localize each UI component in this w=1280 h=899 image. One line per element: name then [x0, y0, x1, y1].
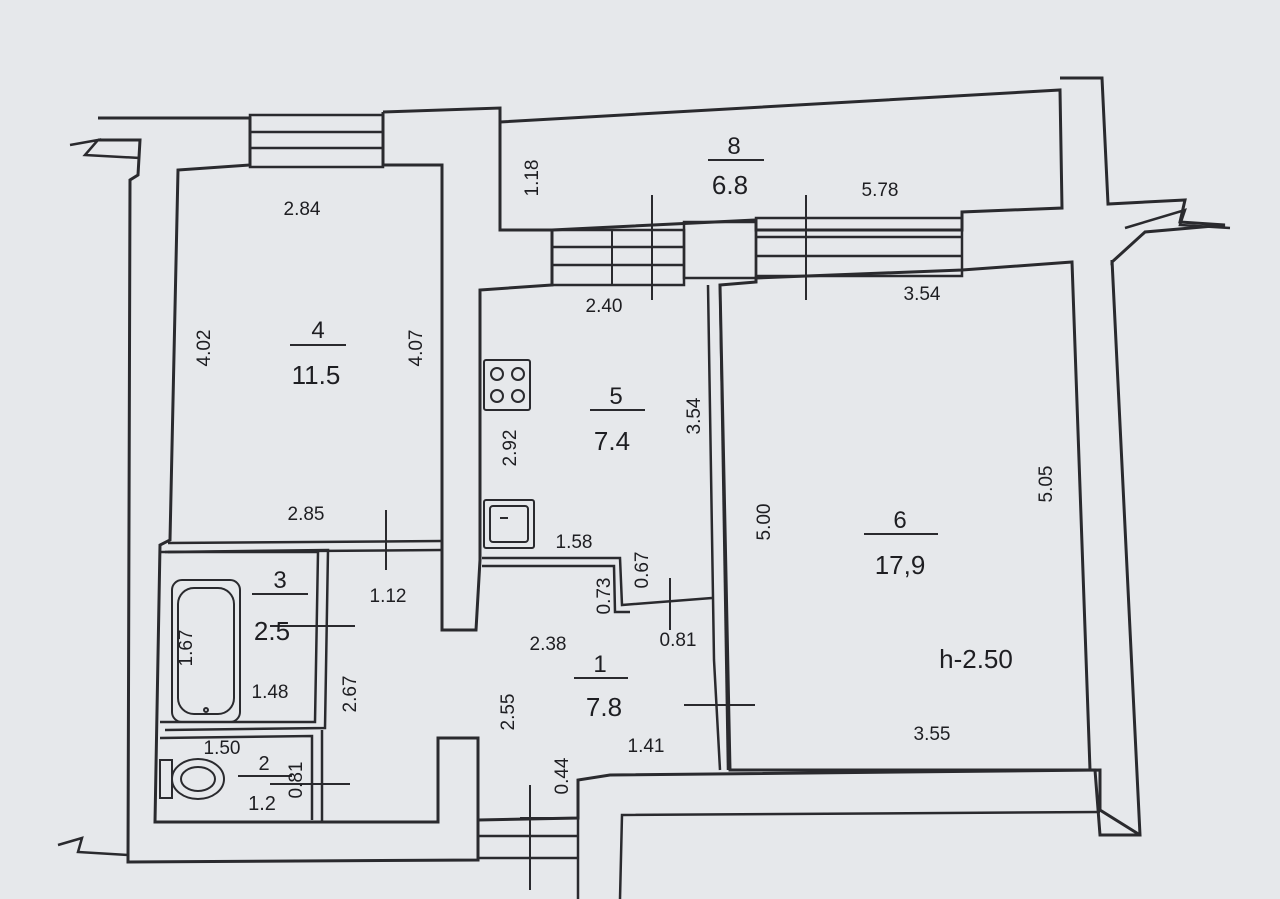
dim-r5-step-b: 0.67: [632, 552, 653, 589]
wall-room-4-right: [381, 106, 554, 632]
dim-r5-bottom: 1.58: [556, 532, 593, 553]
room-4-number: 4: [311, 317, 324, 344]
stove-burner-2-icon: [511, 367, 525, 381]
wall-break-bottom-left: [57, 836, 129, 857]
room-6-number: 6: [893, 507, 906, 534]
partition-kitchen-bottom: [482, 556, 713, 607]
dim-r5-step-a: 0.73: [594, 578, 615, 615]
dim-r4-top: 2.84: [284, 199, 321, 220]
dim-r5-left: 2.92: [500, 430, 521, 467]
dim-r8-left: 1.18: [522, 160, 543, 197]
bathtub-drain-icon: [203, 707, 209, 713]
outer-wall-left: [98, 116, 480, 864]
dim-r6-right: 5.05: [1036, 466, 1057, 503]
stove-icon: [483, 359, 531, 411]
bathroom-outline-inner: [160, 550, 320, 724]
fixtures: [159, 359, 535, 800]
window-kitchen: [550, 228, 686, 287]
dimension-ticks: [270, 195, 807, 890]
dim-r6-left: 5.00: [754, 504, 775, 541]
dimension-labels: 2.84 4.02 4.07 2.85 1.18 5.78 2.40 2.92 …: [176, 160, 1057, 799]
dim-r1-entry: 0.44: [552, 757, 573, 794]
room-5-number: 5: [609, 383, 622, 410]
dim-r2-right: 0.81: [286, 762, 307, 799]
dim-r6-bottom: 3.55: [914, 724, 951, 745]
window-room-6: [754, 216, 964, 278]
wall-break-top-left: [69, 138, 141, 160]
dim-r1-top: 2.38: [530, 634, 567, 655]
room-4-area: 11.5: [292, 360, 341, 390]
room-8-number: 8: [727, 133, 740, 160]
dim-r4-bottom: 2.85: [288, 504, 325, 525]
room-8-area: 6.8: [712, 170, 748, 200]
room-6-area: 17,9: [875, 550, 926, 580]
dim-r1-bottom: 1.41: [628, 736, 665, 757]
dim-r3-left: 1.67: [176, 630, 197, 667]
wc-outline: [159, 734, 314, 820]
stove-burner-4-icon: [511, 389, 525, 403]
room-2-number: 2: [258, 753, 269, 775]
neighbor-wall-inner: [618, 810, 1101, 899]
stove-burner-1-icon: [490, 367, 504, 381]
balcony-door: [682, 220, 758, 280]
dim-r1-door: 0.81: [660, 630, 697, 651]
dim-r2-top: 1.50: [204, 738, 241, 759]
room-1-area: 7.8: [586, 692, 622, 722]
partition-kitchen-room-6-inner: [718, 284, 730, 771]
room-1-number: 1: [593, 651, 606, 678]
partition-kitchen-room-6: [706, 284, 722, 771]
balcony-outline: [499, 88, 1064, 232]
dim-r5-right: 3.54: [684, 397, 705, 434]
bathtub-icon: [171, 579, 241, 723]
window-room-4: [248, 113, 385, 169]
sink-basin-icon: [489, 505, 529, 543]
bathtub-inner-icon: [177, 587, 235, 715]
ceiling-height: h-2.50: [939, 644, 1013, 674]
outer-wall-right: [718, 76, 1226, 837]
toilet-seat-icon: [180, 766, 216, 792]
wall-room-4-bottom: [167, 539, 443, 545]
dim-r6-top: 3.54: [904, 284, 941, 305]
sink-icon: [483, 499, 535, 549]
toilet-tank-icon: [159, 759, 173, 799]
room-labels: 4 11.5 8 6.8 5 7.4 6 17,9 3 2.5 1 7.8 2 …: [238, 133, 1013, 815]
dim-r4-left: 4.02: [194, 330, 215, 367]
dim-r3-right: 2.67: [340, 676, 361, 713]
dim-r1-left: 2.55: [498, 694, 519, 731]
toilet-bowl-icon: [171, 758, 225, 800]
dim-r3-bottom: 1.48: [252, 682, 289, 703]
stove-burner-3-icon: [490, 389, 504, 403]
room-2-area: 1.2: [248, 793, 276, 815]
dim-hall-gap: 1.12: [370, 586, 407, 607]
room-5-area: 7.4: [594, 426, 630, 456]
room-3-number: 3: [273, 567, 286, 594]
wall-break-right: [1124, 208, 1231, 230]
partition-kitchen-step: [482, 564, 630, 614]
dim-r5-top: 2.40: [586, 296, 623, 317]
dim-r4-right: 4.07: [406, 330, 427, 367]
room-3-area: 2.5: [254, 616, 290, 646]
plan-walls: [57, 76, 1231, 899]
dim-r8-top: 5.78: [862, 180, 899, 201]
